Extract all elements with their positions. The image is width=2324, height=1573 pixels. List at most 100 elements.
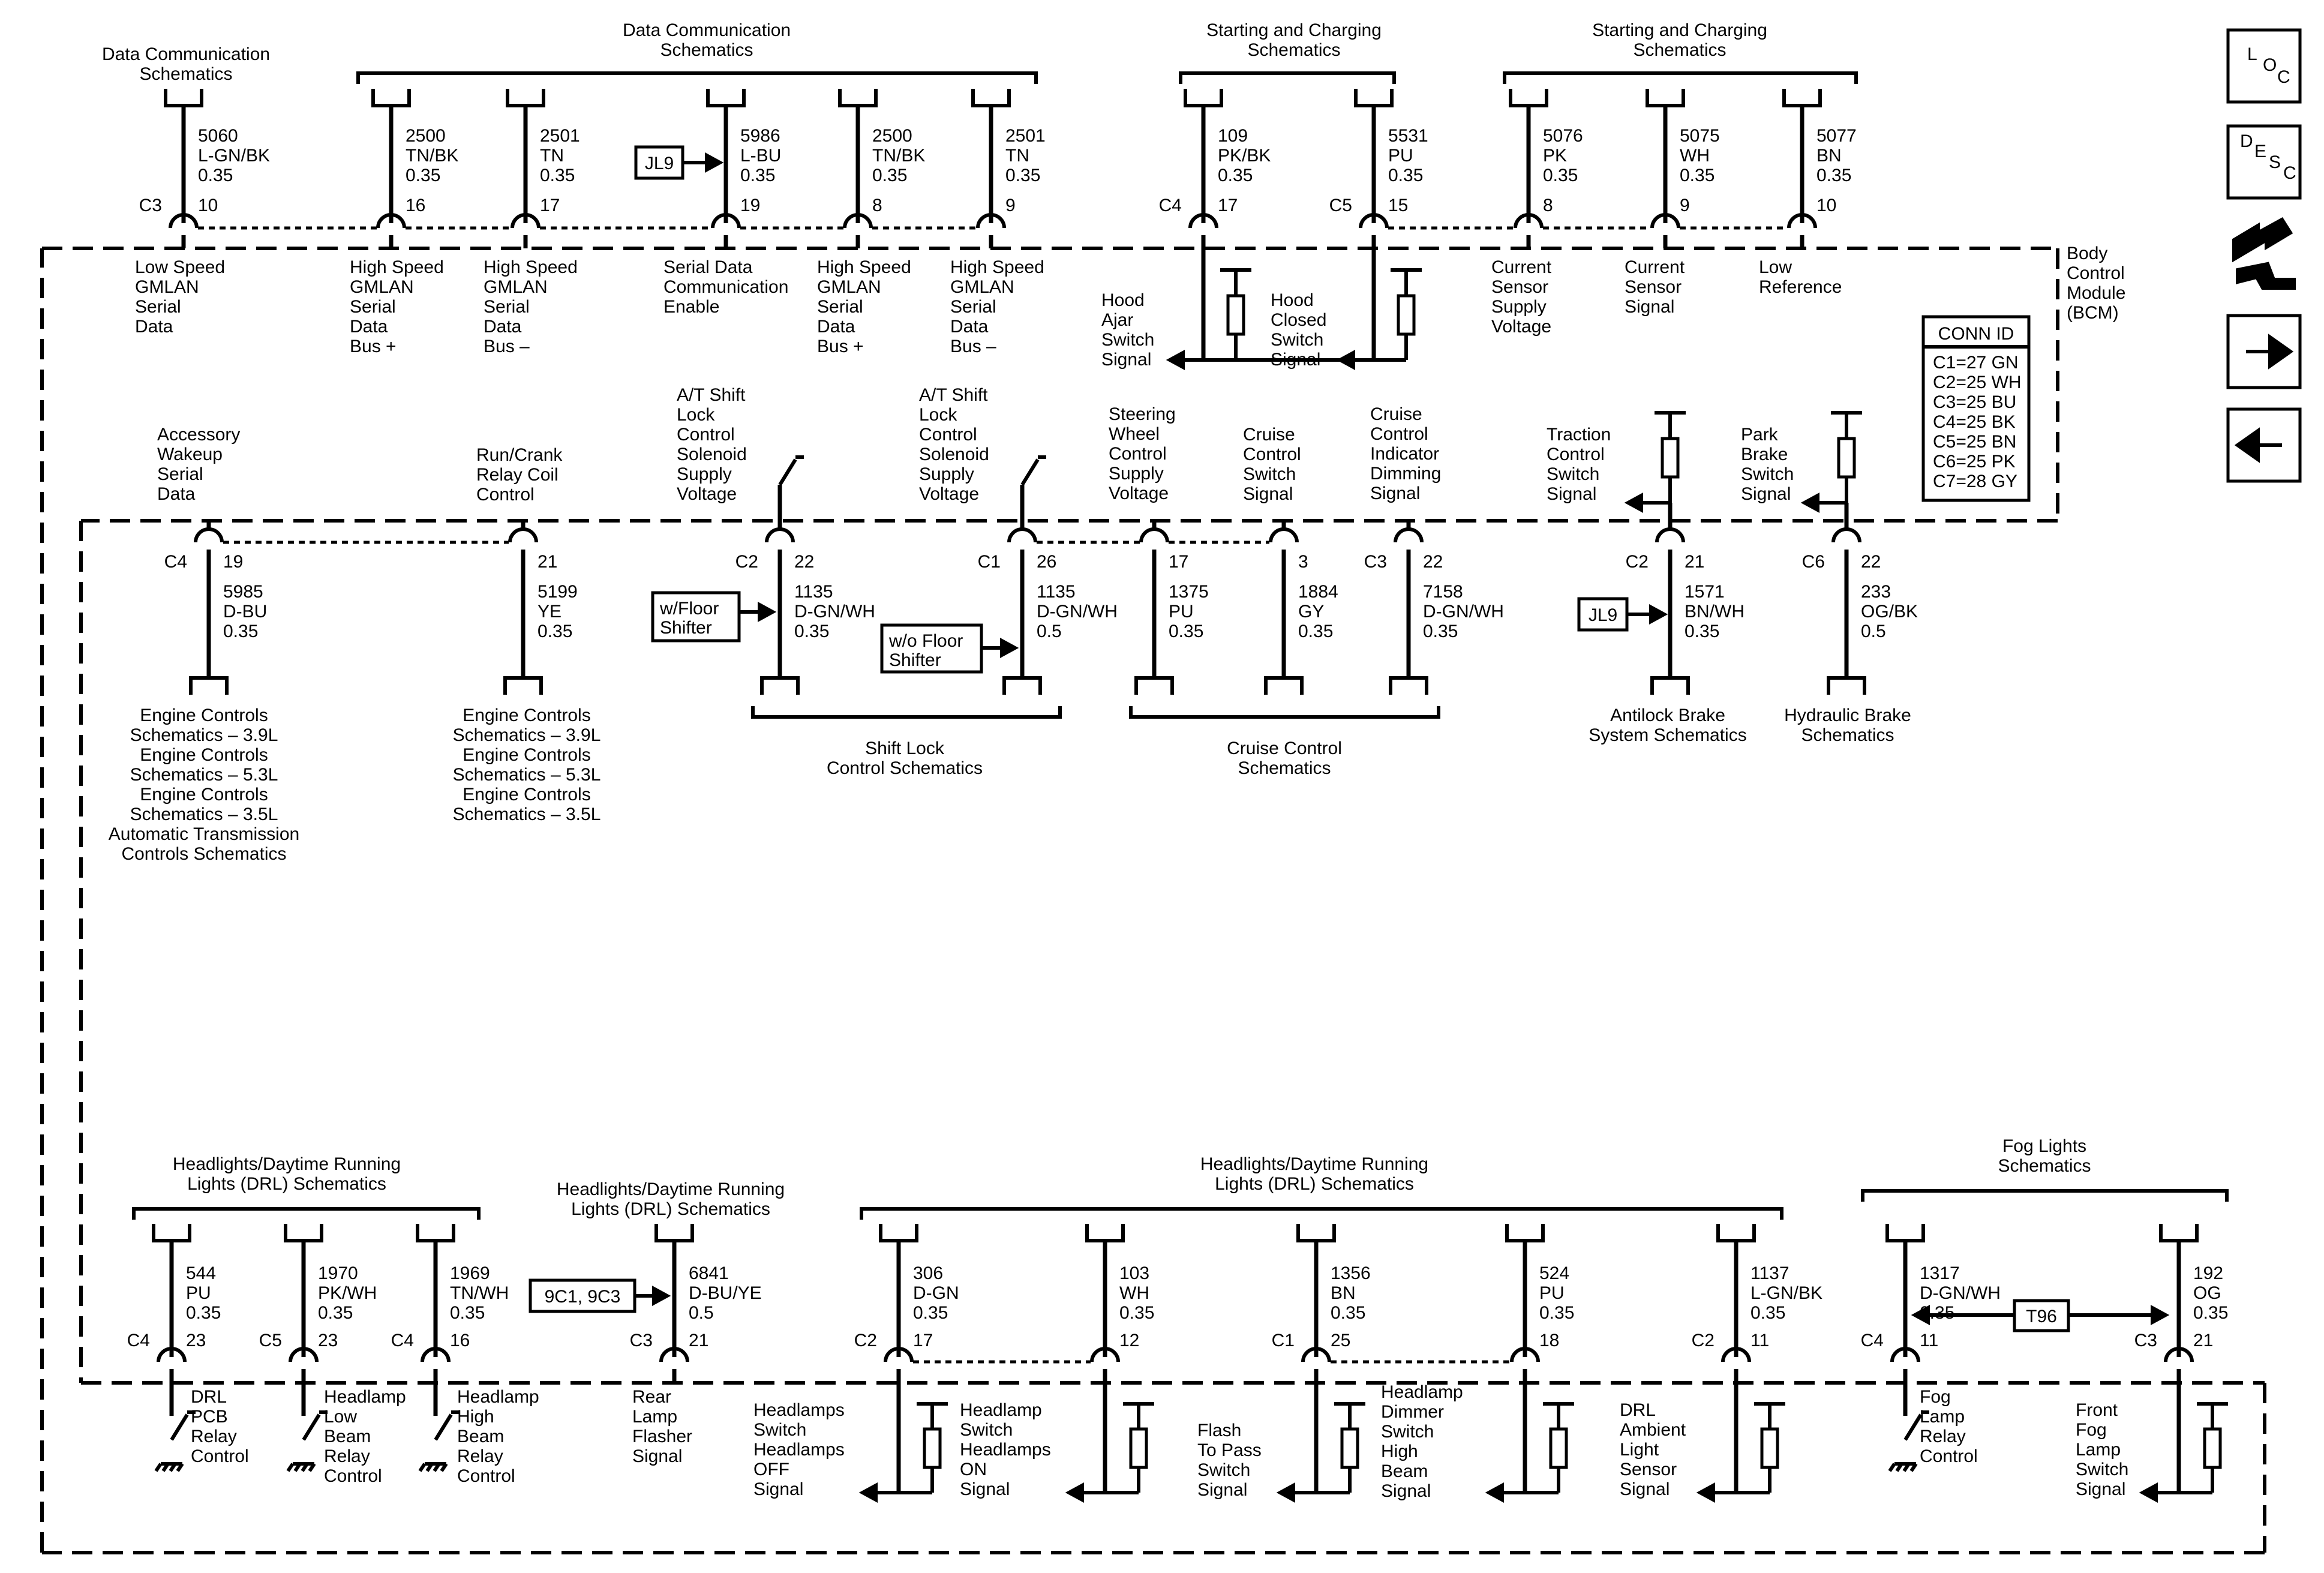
connector-symbol [194, 527, 224, 543]
terminal-symbol [971, 89, 1011, 107]
wire-id: BN [1816, 146, 1842, 166]
signal-label: Sensor [1491, 277, 1548, 297]
desc-button[interactable] [2226, 124, 2302, 200]
wire-id: 5986 [740, 126, 780, 146]
terminal-symbol [2159, 1224, 2199, 1242]
wire-id: 7158 [1423, 582, 1463, 602]
signal-label: Switch [1243, 464, 1296, 484]
wire-id: PK/WH [318, 1283, 377, 1303]
loc-label: O [2263, 55, 2277, 75]
signal-label: Hood [1101, 290, 1145, 310]
wire-id: 0.35 [740, 166, 775, 185]
signal-label: Solenoid [919, 445, 989, 464]
signal-label: Wakeup [157, 445, 223, 464]
signal-label: Relay [191, 1427, 237, 1446]
connector-symbol [976, 213, 1006, 229]
wire-id: 5075 [1680, 126, 1720, 146]
wire-id: 233 [1861, 582, 1891, 602]
signal-label: Switch [1197, 1460, 1250, 1480]
conn-id-row: C4=25 BK [1933, 412, 2016, 432]
terminal-symbol [879, 1224, 918, 1242]
signal-label: Signal [1271, 350, 1320, 370]
pin-number: 9 [1005, 196, 1016, 215]
loc-button[interactable] [2226, 28, 2302, 104]
wire-id: D-GN/WH [794, 602, 875, 622]
signal-label: Control [1109, 444, 1167, 464]
signal-label: Enable [663, 297, 719, 317]
connector-id: C2 [854, 1331, 877, 1350]
signal-label: Serial [484, 297, 530, 317]
signal-label: Brake [1741, 445, 1788, 464]
connector-id: C2 [735, 552, 758, 572]
connector-symbol [711, 213, 741, 229]
signal-label: Signal [1370, 484, 1420, 503]
wire-id: 0.5 [689, 1303, 714, 1323]
signal-label: Data [157, 484, 196, 504]
signal-label: Solenoid [677, 445, 747, 464]
wire-id: 0.35 [1539, 1303, 1574, 1323]
w-floor-tag-text: Shifter [660, 618, 712, 638]
signal-label: Bus + [350, 337, 397, 356]
connector-id: C4 [1159, 196, 1182, 215]
signal-label: Voltage [1491, 317, 1551, 337]
connector-symbol [169, 213, 199, 229]
h-shiftlock: Shift Lock [865, 739, 945, 758]
harness-bracket [356, 71, 1038, 84]
signal-label: Relay [457, 1446, 503, 1466]
connector-id: C6 [1802, 552, 1825, 572]
wire-id: GY [1298, 602, 1324, 622]
signal-label: Cruise [1243, 425, 1295, 445]
connector-id: C5 [259, 1331, 282, 1350]
terminal-symbol [760, 676, 800, 695]
signal-label: To Pass [1197, 1440, 1262, 1460]
wire-id: 0.35 [872, 166, 907, 185]
h-engine-1: Engine Controls [140, 745, 268, 765]
wire-id: 0.35 [2193, 1303, 2228, 1323]
wire-id: YE [538, 602, 562, 622]
pin-number: 23 [318, 1331, 338, 1350]
signal-label: Rear [632, 1387, 671, 1407]
signal-label: Data [484, 317, 522, 337]
connector-id: C3 [1364, 552, 1387, 572]
pin-number: 11 [1750, 1331, 1769, 1350]
arrow-head [1485, 1482, 1504, 1503]
wire-id: 1137 [1750, 1263, 1789, 1283]
wire-id: 0.35 [913, 1303, 948, 1323]
signal-label: Voltage [919, 484, 979, 504]
signal-label: Headlamp [324, 1387, 406, 1407]
harness-bracket [860, 1207, 1783, 1220]
arrow-head [2139, 1482, 2158, 1503]
pin-number: 10 [198, 196, 218, 215]
arrow-head [1911, 1304, 1930, 1326]
resistor-symbol [1129, 1427, 1148, 1469]
wire-id: 0.35 [450, 1303, 485, 1323]
w-floor-tag [651, 591, 741, 643]
arrow-left-icon [2234, 427, 2282, 463]
h-engine-2: Engine Controls [463, 706, 590, 725]
symbols [132, 71, 2229, 1503]
h-hydraulic: Hydraulic Brake [1784, 706, 1911, 725]
signal-label: Current [1625, 257, 1685, 277]
wire-id: 0.35 [538, 622, 572, 641]
signal-label: Low [324, 1407, 357, 1427]
module-outline [40, 247, 2266, 1554]
signal-label: Flash [1197, 1421, 1241, 1440]
harness-bracket [1129, 706, 1440, 719]
wire-id: 1375 [1169, 582, 1209, 602]
connector-id: C4 [127, 1331, 150, 1350]
signal-label: Ambient [1620, 1420, 1686, 1440]
wire-id: 2501 [1005, 126, 1046, 146]
signal-label: Light [1620, 1440, 1659, 1460]
signal-label: Control [1547, 445, 1605, 464]
wire-id: 0.35 [186, 1303, 221, 1323]
wire-id: 2500 [872, 126, 912, 146]
signal-label: Lamp [1920, 1407, 1965, 1427]
terminal-symbol [1134, 676, 1174, 695]
wire-id: 1884 [1298, 582, 1338, 602]
signal-label: Switch [1271, 330, 1323, 350]
ground-symbol [286, 1462, 316, 1472]
ground-symbol [1888, 1462, 1918, 1472]
connector-id: C3 [139, 196, 162, 215]
signal-label: Accessory [157, 425, 240, 445]
